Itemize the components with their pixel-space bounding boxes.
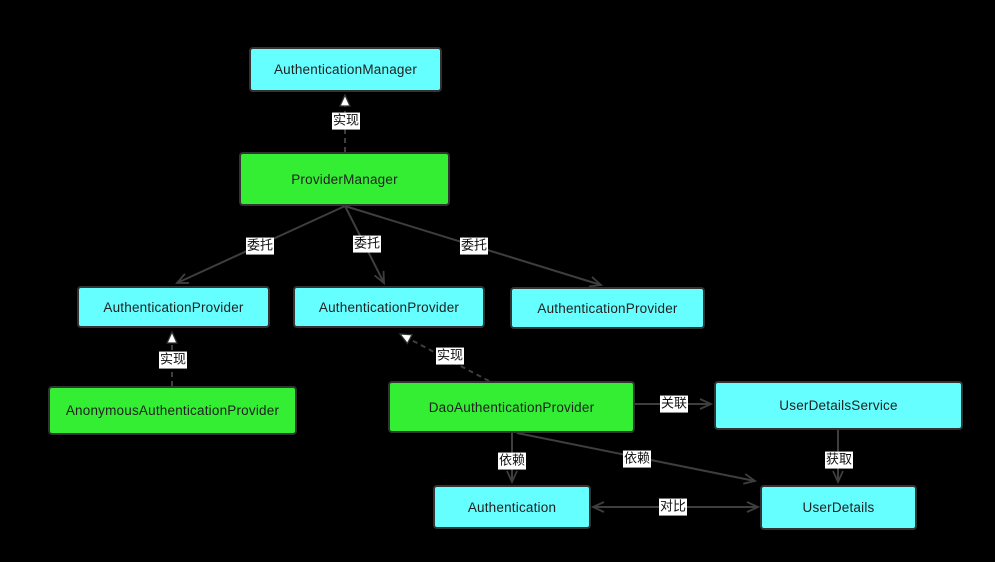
node-label: DaoAuthenticationProvider (428, 399, 595, 415)
node-anonymous-authentication-provider: AnonymousAuthenticationProvider (48, 386, 297, 435)
edge-label-dependency-userdetails: 依赖 (622, 450, 652, 468)
edge-label-delegate-right: 委托 (459, 237, 489, 255)
node-label: AnonymousAuthenticationProvider (65, 403, 280, 418)
node-authentication-provider-middle: AuthenticationProvider (293, 286, 485, 328)
edge-label-realization-dao: 实现 (435, 347, 465, 365)
node-provider-manager: ProviderManager (239, 152, 450, 206)
edge-label-dependency-authentication: 依赖 (497, 452, 527, 470)
node-label: Authentication (467, 499, 557, 515)
edge-realization-dao-authenticationprovider (398, 333, 490, 382)
edge-label-compare: 对比 (658, 498, 688, 516)
node-label: AuthenticationManager (273, 62, 418, 77)
node-user-details-service: UserDetailsService (714, 381, 963, 430)
node-authentication-provider-right: AuthenticationProvider (510, 287, 705, 329)
node-user-details: UserDetails (760, 485, 917, 530)
edge-label-realization-anonymous: 实现 (158, 351, 188, 369)
node-label: ProviderManager (291, 171, 398, 187)
node-dao-authentication-provider: DaoAuthenticationProvider (388, 381, 635, 433)
node-label: UserDetails (802, 500, 875, 515)
node-label: AuthenticationProvider (103, 299, 244, 315)
node-label: AuthenticationProvider (537, 300, 678, 316)
node-authentication: Authentication (433, 485, 591, 529)
node-label: UserDetailsService (779, 398, 898, 413)
node-authentication-manager: AuthenticationManager (249, 47, 442, 92)
node-label: AuthenticationProvider (318, 299, 460, 315)
edge-label-delegate-middle: 委托 (352, 235, 382, 253)
edge-label-delegate-left: 委托 (245, 237, 275, 255)
edge-label-fetch: 获取 (824, 451, 854, 469)
edge-label-realization-top: 实现 (331, 112, 361, 130)
edge-label-association: 关联 (659, 395, 689, 413)
node-authentication-provider-left: AuthenticationProvider (77, 286, 270, 328)
